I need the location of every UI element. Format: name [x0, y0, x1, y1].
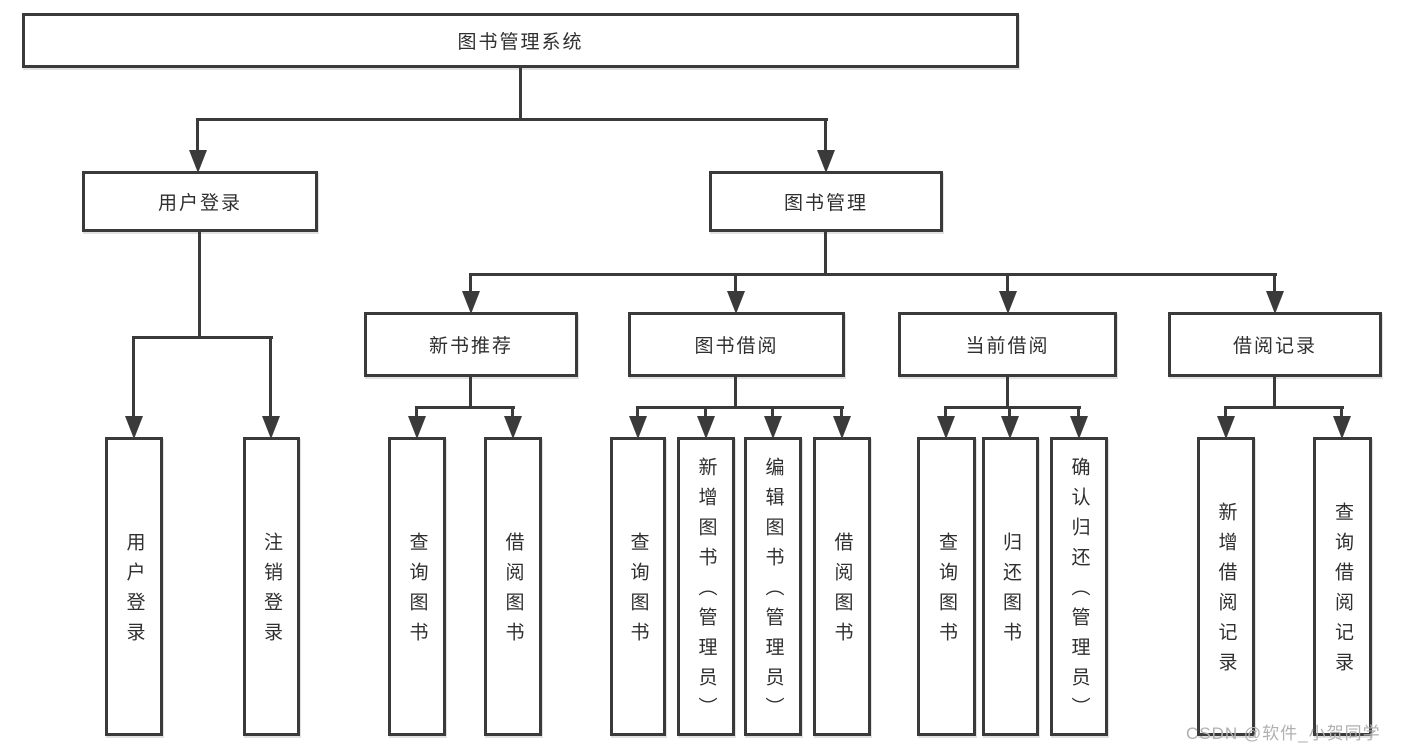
line — [196, 118, 199, 158]
leaf-query-books-recommend: 查询图书 — [388, 437, 446, 736]
leaf-borrow-books-label: 借阅图书 — [831, 532, 853, 652]
arrowhead-icon — [1217, 416, 1235, 439]
line — [840, 406, 843, 420]
leaf-add-borrow-record-label: 新增借阅记录 — [1215, 502, 1237, 682]
line — [824, 118, 827, 158]
arrowhead-icon — [462, 291, 480, 314]
node-borrowing-records-label: 借阅记录 — [1232, 336, 1317, 357]
line — [133, 336, 273, 339]
leaf-query-books-borrowing-label: 查询图书 — [627, 532, 649, 652]
line — [734, 273, 737, 295]
line — [1008, 406, 1011, 420]
line — [1340, 406, 1343, 420]
leaf-edit-book-admin: 编辑图书（管理员） — [744, 437, 802, 736]
leaf-borrow-books-recommend-label: 借阅图书 — [502, 532, 524, 652]
line — [1273, 377, 1276, 406]
leaf-confirm-return-admin-label: 确认归还（管理员） — [1068, 457, 1090, 727]
node-book-borrowing-label: 图书借阅 — [694, 336, 779, 357]
arrowhead-icon — [125, 416, 143, 439]
line — [1077, 406, 1080, 420]
leaf-logout: 注销登录 — [243, 437, 300, 736]
arrowhead-icon — [697, 416, 715, 439]
leaf-return-books: 归还图书 — [982, 437, 1039, 736]
leaf-query-borrow-record: 查询借阅记录 — [1313, 437, 1372, 736]
leaf-borrow-books-recommend: 借阅图书 — [484, 437, 542, 736]
line — [511, 406, 514, 420]
line — [637, 406, 844, 409]
leaf-add-borrow-record: 新增借阅记录 — [1197, 437, 1255, 736]
line — [132, 336, 135, 420]
arrowhead-icon — [504, 416, 522, 439]
watermark: CSDN @软件_小贺同学 — [1186, 724, 1381, 743]
arrowhead-icon — [1070, 416, 1088, 439]
arrowhead-icon — [1333, 416, 1351, 439]
arrowhead-icon — [817, 150, 835, 173]
leaf-query-books-current-label: 查询图书 — [936, 532, 957, 652]
arrowhead-icon — [1266, 291, 1284, 314]
line — [944, 406, 947, 420]
line — [415, 406, 418, 420]
node-root-label: 图书管理系统 — [457, 32, 584, 53]
arrowhead-icon — [999, 291, 1017, 314]
line — [1273, 273, 1276, 295]
leaf-add-book-admin: 新增图书（管理员） — [677, 437, 735, 736]
leaf-logout-label: 注销登录 — [261, 532, 282, 652]
leaf-confirm-return-admin: 确认归还（管理员） — [1050, 437, 1108, 736]
leaf-user-login: 用户登录 — [105, 437, 163, 736]
leaf-query-books-borrowing: 查询图书 — [610, 437, 666, 736]
arrowhead-icon — [764, 416, 782, 439]
node-book-management-label: 图书管理 — [783, 193, 868, 214]
leaf-query-books-current: 查询图书 — [917, 437, 976, 736]
node-root: 图书管理系统 — [22, 13, 1019, 68]
leaf-return-books-label: 归还图书 — [1000, 532, 1021, 652]
node-new-book-recommend: 新书推荐 — [364, 312, 578, 377]
arrowhead-icon — [189, 150, 207, 173]
line — [1224, 406, 1227, 420]
arrowhead-icon — [629, 416, 647, 439]
line — [734, 377, 737, 406]
line — [197, 118, 828, 121]
leaf-borrow-books: 借阅图书 — [813, 437, 871, 736]
leaf-query-borrow-record-label: 查询借阅记录 — [1332, 502, 1353, 682]
line — [470, 273, 1277, 276]
leaf-query-books-recommend-label: 查询图书 — [406, 532, 428, 652]
line — [1006, 273, 1009, 295]
line — [416, 406, 515, 409]
line — [704, 406, 707, 420]
node-new-book-recommend-label: 新书推荐 — [428, 336, 513, 357]
line — [824, 232, 827, 273]
line — [198, 232, 201, 336]
line — [945, 406, 1081, 409]
line — [469, 377, 472, 406]
line — [469, 273, 472, 295]
node-book-borrowing: 图书借阅 — [628, 312, 845, 377]
leaf-add-book-admin-label: 新增图书（管理员） — [695, 457, 717, 727]
arrowhead-icon — [833, 416, 851, 439]
arrowhead-icon — [262, 416, 280, 439]
node-borrowing-records: 借阅记录 — [1168, 312, 1382, 377]
node-current-borrowing: 当前借阅 — [898, 312, 1117, 377]
arrowhead-icon — [1001, 416, 1019, 439]
line — [519, 66, 522, 118]
arrowhead-icon — [937, 416, 955, 439]
leaf-user-login-label: 用户登录 — [123, 532, 145, 652]
node-book-management: 图书管理 — [709, 171, 943, 232]
leaf-edit-book-admin-label: 编辑图书（管理员） — [762, 457, 784, 727]
line — [771, 406, 774, 420]
node-current-borrowing-label: 当前借阅 — [965, 336, 1050, 357]
node-user-login: 用户登录 — [82, 171, 318, 232]
arrowhead-icon — [408, 416, 426, 439]
arrowhead-icon — [727, 291, 745, 314]
line — [636, 406, 639, 420]
node-user-login-label: 用户登录 — [157, 193, 242, 214]
line — [1006, 377, 1009, 406]
line — [269, 336, 272, 420]
line — [1225, 406, 1344, 409]
